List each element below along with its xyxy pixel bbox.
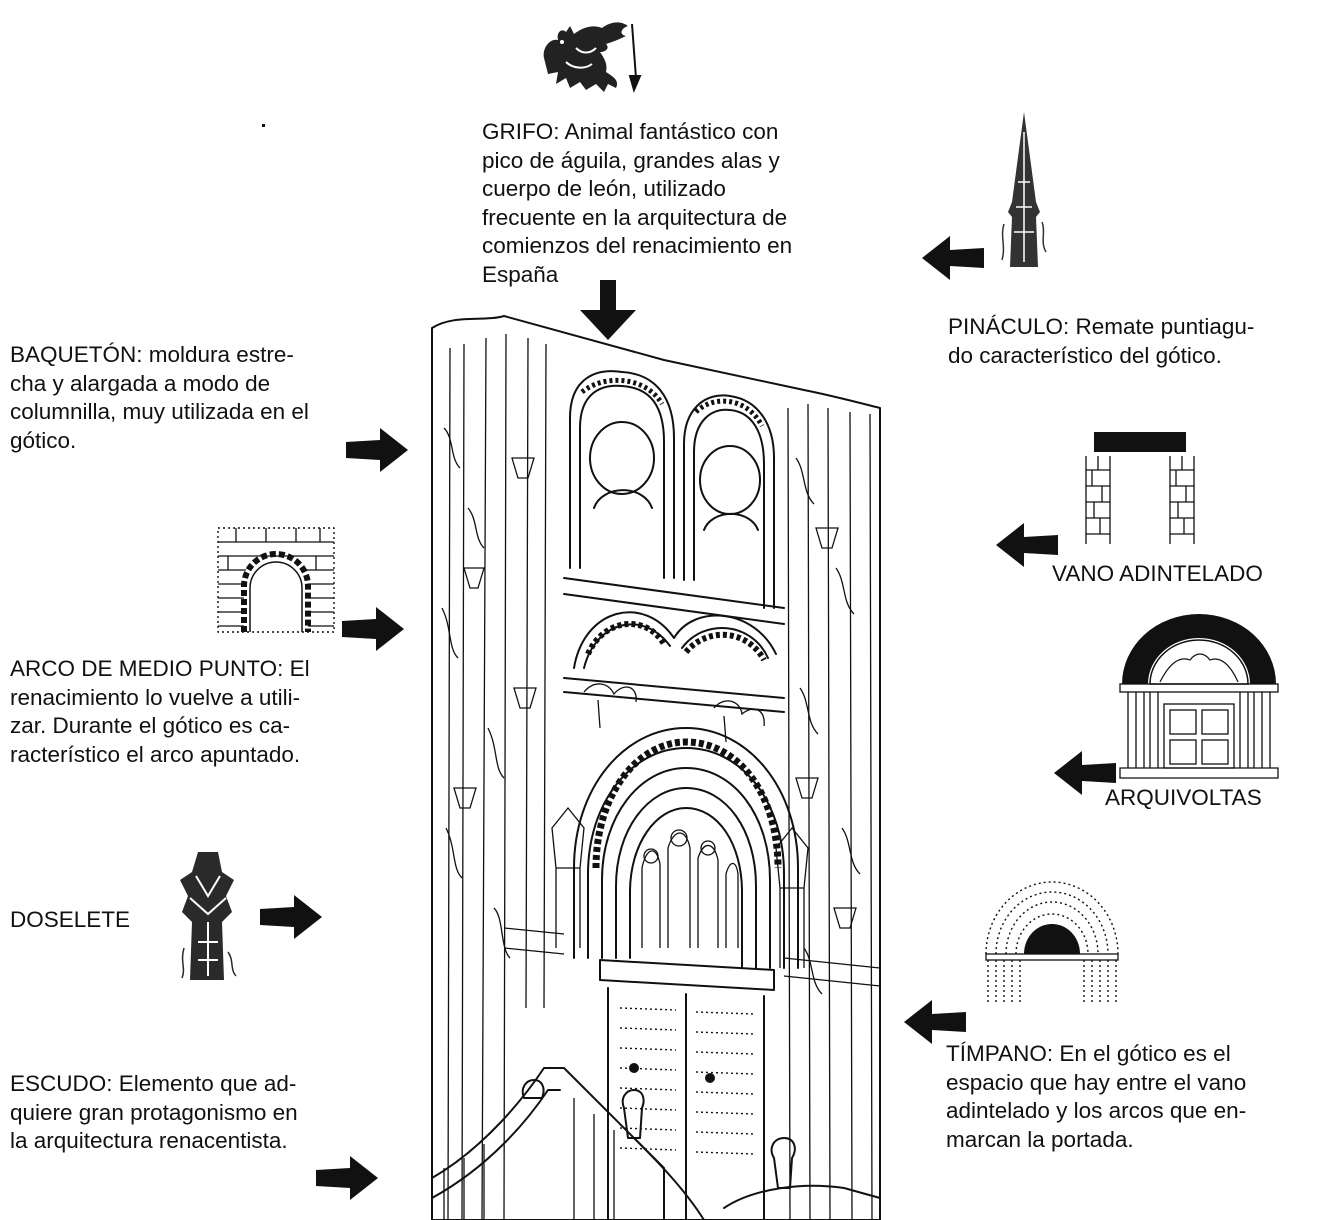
- arrow-icon: [922, 236, 984, 280]
- pinaculo-label: PINÁCULO: Remate puntiagu- do caracterís…: [948, 314, 1255, 368]
- arrow-icon: [260, 895, 322, 939]
- vano-adintelado-label: VANO ADINTELADO: [1052, 561, 1263, 586]
- doselete-label: DOSELETE: [10, 907, 131, 932]
- arquivoltas-label: ARQUIVOLTAS: [1105, 785, 1262, 810]
- arrow-icon: [904, 1000, 966, 1044]
- griffin-icon: [543, 22, 642, 93]
- grifo-label: GRIFO: Animal fantástico con pico de águ…: [482, 119, 793, 287]
- arrow-icon: [316, 1156, 378, 1200]
- pinnacle-icon: [1001, 112, 1047, 267]
- canopy-icon: [180, 852, 237, 980]
- arrow-icon: [996, 523, 1058, 567]
- arrow-icon: [346, 428, 408, 472]
- archivolts-icon: [1119, 614, 1279, 779]
- gothic-portal-facade-illustration: [431, 315, 881, 1220]
- baqueton-label: BAQUETÓN: moldura estre- cha y alargada …: [10, 342, 309, 453]
- arrow-icon: [1054, 751, 1116, 795]
- arrow-icon: [342, 607, 404, 651]
- timpano-label: TÍMPANO: En el gótico es el espacio que …: [946, 1041, 1247, 1152]
- round-arch-icon: [217, 527, 335, 633]
- stray-dot: [262, 124, 265, 127]
- arrow-icon: [580, 280, 636, 340]
- escudo-label: ESCUDO: Elemento que ad- quiere gran pro…: [10, 1071, 298, 1153]
- arco-medio-punto-label: ARCO DE MEDIO PUNTO: El renacimiento lo …: [10, 656, 310, 767]
- tympanum-icon: [985, 881, 1119, 1002]
- lintel-opening-icon: [1085, 432, 1195, 544]
